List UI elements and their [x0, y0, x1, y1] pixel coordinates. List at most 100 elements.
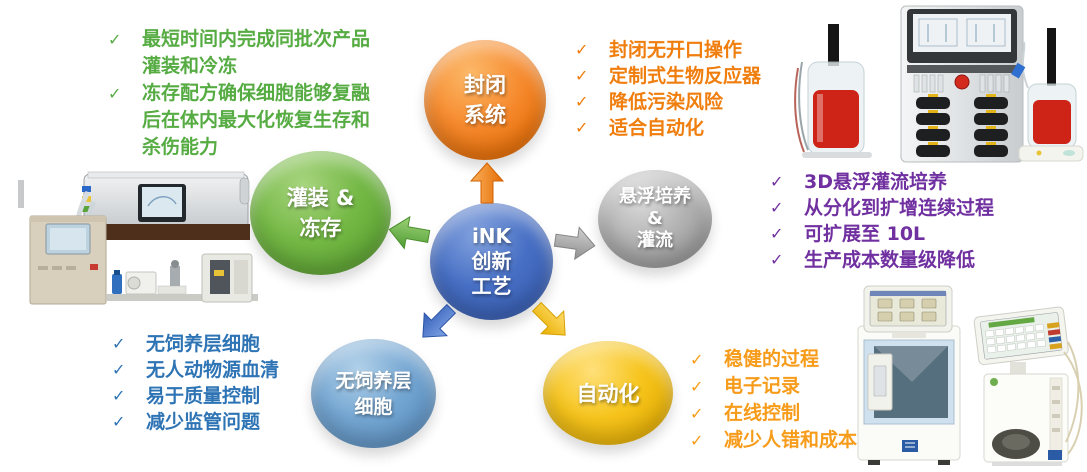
list-item: ✓ 适合自动化 [575, 115, 761, 141]
list-item-text: 定制式生物反应器 [609, 65, 762, 87]
list-item: ✓ 无人动物源血清 [112, 357, 279, 383]
benchtop-filling-machine [73, 171, 250, 286]
list-item-text: 可扩展至 10L [804, 223, 926, 245]
list-item: ✓ 定制式生物反应器 [575, 63, 761, 89]
automation-instruments-photo [857, 285, 1083, 466]
node-closed-system: 封闭 系统 [424, 40, 546, 160]
check-icon: ✓ [575, 92, 589, 111]
list-item: ✓ 生产成本数量级降低 [770, 247, 994, 273]
list-item-text: 冻存配方确保细胞能够复融后在体内最大化恢复生存和杀伤能力 [142, 82, 371, 158]
node-label: 自动化 [577, 378, 640, 408]
list-item: ✓ 3D悬浮灌流培养 [770, 169, 994, 195]
list-item: ✓ 冻存配方确保细胞能够复融后在体内最大化恢复生存和杀伤能力 [108, 80, 378, 161]
pump-controller-instrument [973, 306, 1083, 466]
lab-bench [106, 253, 258, 303]
node-fill-freeze: 灌装 & 冻存 [250, 151, 391, 275]
pump-heads [916, 94, 1008, 157]
node-label-line: 封闭 [464, 73, 506, 97]
node-label: 封闭 系统 [464, 70, 506, 130]
check-icon: ✓ [112, 360, 126, 379]
closed-system-benefits-list: ✓ 封闭无开口操作 ✓ 定制式生物反应器 ✓ 降低污染风险 ✓ 适合自动化 [575, 37, 761, 141]
list-item: ✓ 减少人错和成本 [690, 427, 857, 454]
list-item-text: 电子记录 [724, 375, 801, 397]
fill-freeze-benefits-list: ✓ 最短时间内完成同批次产品灌装和冷冻 ✓ 冻存配方确保细胞能够复融后在体内最大化恢… [108, 26, 378, 161]
node-label-line: 冻存 [299, 216, 342, 240]
bioreactor-vessel-right [1011, 28, 1084, 162]
list-item-text: 无人动物源血清 [146, 359, 280, 381]
suspension-benefits-list: ✓ 3D悬浮灌流培养 ✓ 从分化到扩增连续过程 ✓ 可扩展至 10L ✓ 生产成本数量级… [770, 169, 994, 273]
arrow-left-icon [388, 215, 431, 250]
node-label-line: 灌装 & [286, 186, 355, 210]
node-label-line: & [647, 208, 663, 229]
bioreactor-system-photo [794, 5, 1084, 163]
pump-manifold [913, 74, 1010, 93]
list-item-text: 从分化到扩增连续过程 [804, 197, 995, 219]
node-label-line: 无饲养层 [335, 369, 412, 392]
list-item-text: 减少人错和成本 [724, 429, 858, 451]
node-label-line: 灌流 [637, 230, 673, 251]
list-item-text: 最短时间内完成同批次产品灌装和冷冻 [142, 28, 371, 77]
arrow-down-left-icon [422, 303, 457, 338]
arrow-up-icon [469, 162, 505, 204]
list-item-text: 生产成本数量级降低 [804, 249, 976, 271]
node-label-line: 细胞 [354, 395, 393, 418]
check-icon: ✓ [575, 40, 589, 59]
list-item: ✓ 减少监管问题 [112, 409, 279, 435]
node-label-line: 系统 [464, 103, 506, 127]
list-item: ✓ 封闭无开口操作 [575, 37, 761, 63]
node-suspension-perfusion: 悬浮培养 & 灌流 [598, 170, 712, 268]
list-item-text: 稳健的过程 [724, 348, 820, 370]
check-icon: ✓ [770, 198, 784, 217]
control-cabinet [29, 215, 107, 305]
list-item-text: 封闭无开口操作 [609, 39, 743, 61]
node-center-ink-process: iNK 创新 工艺 [430, 203, 553, 320]
list-item: ✓ 在线控制 [690, 400, 857, 427]
list-item-text: 无饲养层细胞 [146, 333, 261, 355]
check-icon: ✓ [770, 250, 784, 269]
arrow-down-right-icon [531, 301, 566, 336]
list-item-text: 在线控制 [724, 402, 801, 424]
node-feeder-free: 无饲养层 细胞 [311, 339, 436, 448]
list-item-text: 易于质量控制 [146, 385, 261, 407]
list-item: ✓ 最短时间内完成同批次产品灌装和冷冻 [108, 26, 378, 80]
node-label-line: iNK [471, 224, 512, 248]
list-item: ✓ 降低污染风险 [575, 89, 761, 115]
check-icon: ✓ [690, 377, 704, 396]
check-icon: ✓ [108, 30, 122, 49]
node-automation: 自动化 [543, 341, 673, 445]
check-icon: ✓ [770, 224, 784, 243]
automation-benefits-list: ✓ 稳健的过程 ✓ 电子记录 ✓ 在线控制 ✓ 减少人错和成本 [690, 346, 857, 454]
list-item: ✓ 稳健的过程 [690, 346, 857, 373]
list-item-text: 降低污染风险 [609, 91, 724, 113]
cell-processing-analyzer [857, 285, 961, 465]
node-label: 无饲养层 细胞 [335, 368, 411, 420]
node-label: 悬浮培养 & 灌流 [619, 186, 691, 252]
list-item-text: 适合自动化 [609, 117, 705, 139]
check-icon: ✓ [112, 412, 126, 431]
node-label: 灌装 & 冻存 [287, 183, 355, 243]
check-icon: ✓ [575, 118, 589, 137]
check-icon: ✓ [112, 334, 126, 353]
node-label-line: 自动化 [576, 382, 640, 406]
node-label-line: 创新 [471, 249, 512, 273]
feeder-free-benefits-list: ✓ 无饲养层细胞 ✓ 无人动物源血清 ✓ 易于质量控制 ✓ 减少监管问题 [112, 331, 279, 435]
node-label: iNK 创新 工艺 [472, 224, 512, 299]
check-icon: ✓ [112, 386, 126, 405]
list-item: ✓ 易于质量控制 [112, 383, 279, 409]
list-item-text: 3D悬浮灌流培养 [804, 171, 947, 193]
check-icon: ✓ [690, 404, 704, 423]
list-item: ✓ 无饲养层细胞 [112, 331, 279, 357]
arrow-right-icon [553, 226, 596, 261]
list-item: ✓ 从分化到扩增连续过程 [770, 195, 994, 221]
check-icon: ✓ [690, 431, 704, 450]
check-icon: ✓ [108, 84, 122, 103]
bioreactor-vessel-left [794, 24, 872, 158]
list-item: ✓ 可扩展至 10L [770, 221, 994, 247]
check-icon: ✓ [690, 350, 704, 369]
list-item-text: 减少监管问题 [146, 411, 261, 433]
node-label-line: 悬浮培养 [619, 186, 691, 207]
check-icon: ✓ [770, 172, 784, 191]
check-icon: ✓ [575, 66, 589, 85]
filling-and-cryo-equipment-photo [18, 171, 258, 305]
